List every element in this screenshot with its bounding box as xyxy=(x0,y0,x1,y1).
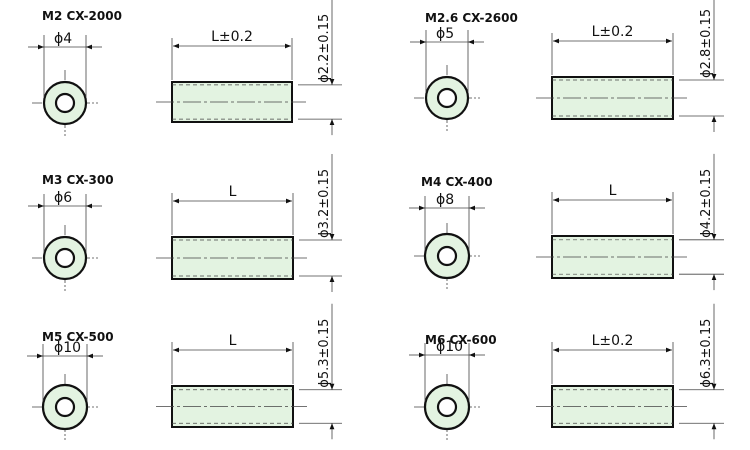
part-title: M2.6 CX-2600 xyxy=(425,11,518,25)
inner-hole-circle xyxy=(436,396,458,418)
end-view: ϕ10 xyxy=(409,339,485,440)
length-label: L xyxy=(609,183,617,199)
length-label: L±0.2 xyxy=(211,29,253,45)
side-view: L±0.2 ϕ2.8±0.15 xyxy=(536,0,724,132)
side-view: L±0.2 ϕ2.2±0.15 xyxy=(156,0,342,136)
bore-diameter-label: ϕ3.2±0.15 xyxy=(317,169,332,238)
inner-hole-circle xyxy=(54,92,76,114)
inner-hole-circle xyxy=(54,247,76,269)
length-label: L±0.2 xyxy=(592,333,634,349)
bore-diameter-label: ϕ6.3±0.15 xyxy=(699,319,714,388)
bore-diameter-label: ϕ2.8±0.15 xyxy=(699,9,714,78)
bore-diameter-label: ϕ5.3±0.15 xyxy=(317,319,332,388)
end-view: ϕ10 xyxy=(27,340,103,440)
inner-hole-circle xyxy=(436,245,458,267)
end-view: ϕ5 xyxy=(410,26,484,131)
outer-diameter-label: ϕ8 xyxy=(436,192,454,208)
outer-diameter-label: ϕ10 xyxy=(436,339,463,355)
part-title: M2 CX-2000 xyxy=(42,9,122,23)
end-view: ϕ4 xyxy=(28,31,102,136)
inner-hole-circle xyxy=(54,396,76,418)
bore-diameter-label: ϕ4.2±0.15 xyxy=(699,169,714,238)
side-view: L±0.2 ϕ6.3±0.15 xyxy=(536,303,724,440)
outer-diameter-label: ϕ10 xyxy=(54,340,81,356)
part-title: M6 CX-600 xyxy=(425,333,497,347)
inner-hole-circle xyxy=(436,87,458,109)
length-label: L±0.2 xyxy=(592,24,634,40)
part-title: M5 CX-500 xyxy=(42,330,114,344)
outer-diameter-label: ϕ4 xyxy=(54,31,72,47)
part-title: M3 CX-300 xyxy=(42,173,114,187)
bore-diameter-label: ϕ2.2±0.15 xyxy=(317,14,332,83)
outer-diameter-label: ϕ5 xyxy=(436,26,454,42)
end-view: ϕ6 xyxy=(28,190,102,291)
end-view: ϕ8 xyxy=(409,192,485,289)
part-title: M4 CX-400 xyxy=(421,175,493,189)
spacer-panel: M2 CX-2000 ϕ4 L±0.2 ϕ2.2±0.15 xyxy=(28,0,342,136)
length-label: L xyxy=(229,333,237,349)
length-label: L xyxy=(229,184,237,200)
outer-diameter-label: ϕ6 xyxy=(54,190,72,206)
